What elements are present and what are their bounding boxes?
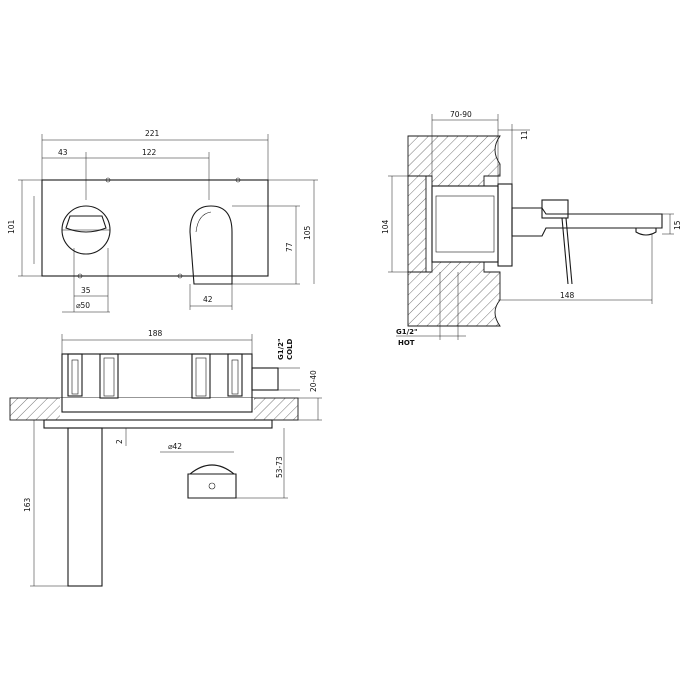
top-view: 188 G1/2" COLD 20-40 xyxy=(9,329,322,587)
dim-height-total: 105 xyxy=(303,225,312,240)
dim-center-distance: 122 xyxy=(142,148,157,157)
knob-bottom xyxy=(187,473,237,499)
side-spout xyxy=(511,207,663,237)
front-plate xyxy=(41,179,269,277)
dim-spout-width: 42 xyxy=(203,295,213,304)
dim-knob-width: 35 xyxy=(81,286,91,295)
dim-left-offset: 43 xyxy=(58,148,68,157)
dim-spout-height: 15 xyxy=(673,220,682,230)
label-hot: G1/2" xyxy=(396,328,418,336)
dim-height-left: 101 xyxy=(7,219,16,234)
dim-body-width: 188 xyxy=(148,329,163,338)
dim-thickness: 2 xyxy=(115,439,124,444)
dim-spout-length: 163 xyxy=(23,497,32,512)
label-cold: G1/2" xyxy=(277,338,285,360)
label-hot-sub: HOT xyxy=(398,339,415,347)
front-view: 221 43 122 101 77 105 xyxy=(7,129,318,313)
cover-plate xyxy=(43,419,273,429)
spout-front xyxy=(189,205,233,285)
dim-overall-width: 221 xyxy=(145,129,160,138)
dim-knob-diameter: ⌀50 xyxy=(76,301,90,310)
dim-spout-projection: 148 xyxy=(560,291,575,300)
dim-wall-range: 70-90 xyxy=(450,110,472,119)
dim-body-height: 104 xyxy=(381,219,390,234)
dim-wall-depth: 20-40 xyxy=(309,370,318,392)
dim-height-spout: 77 xyxy=(285,242,294,252)
label-cold-sub: COLD xyxy=(286,338,294,360)
spout-side xyxy=(67,427,103,587)
dim-spout-drop: 53-73 xyxy=(275,456,284,478)
dim-spout-diameter: ⌀42 xyxy=(168,442,182,451)
side-view: 70-90 11 104 15 148 G1/2" HOT xyxy=(381,110,682,347)
dim-plate: 11 xyxy=(520,130,529,140)
side-body xyxy=(431,185,499,263)
